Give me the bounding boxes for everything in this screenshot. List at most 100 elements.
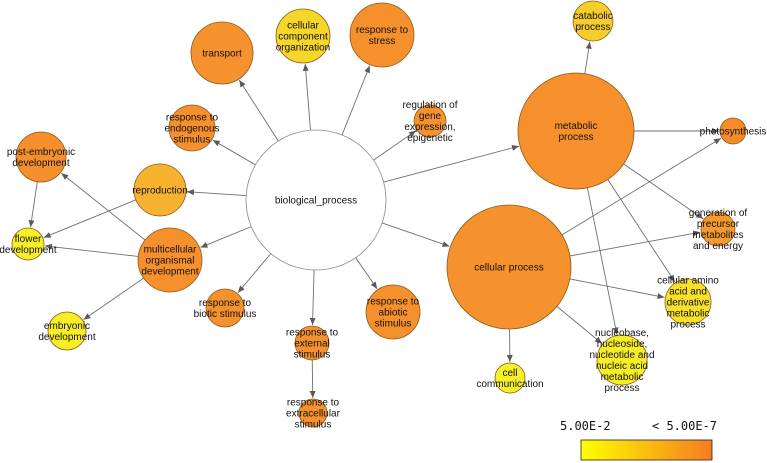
node-label-repro: reproduction	[132, 186, 188, 197]
edge-metabolic-to-catabolic	[584, 41, 592, 74]
node-label-rtas: response to	[367, 297, 420, 308]
node-nuc[interactable]: nucleobase,nucleoside,nucleotide andnucl…	[589, 328, 654, 394]
node-label-cco: cellular	[287, 21, 319, 32]
node-label-caa: derivative	[667, 298, 710, 309]
node-label-rts: response to	[356, 25, 409, 36]
edge-bp-to-rtbs	[237, 253, 272, 293]
edge-ped-to-flower	[28, 181, 38, 228]
node-circle-nuc[interactable]	[596, 334, 648, 386]
node-circle-rtas[interactable]	[365, 284, 421, 340]
node-transport[interactable]: transport	[190, 21, 254, 85]
node-circle-photo[interactable]	[719, 117, 747, 145]
node-label-catabolic: process	[575, 22, 610, 33]
edge-bp-to-rge	[373, 130, 417, 161]
node-label-rts: stress	[369, 36, 396, 47]
node-circle-caa[interactable]	[664, 278, 712, 326]
node-label-caa: metabolic	[667, 309, 710, 320]
edge-cellular-to-photo	[561, 137, 722, 236]
node-circle-rge[interactable]	[413, 104, 447, 138]
edge-cellular-to-gpm	[569, 230, 701, 257]
node-label-mod: development	[141, 267, 198, 278]
node-cellular[interactable]: cellular process	[446, 204, 572, 330]
edge-cellular-to-caa	[569, 278, 665, 299]
node-label-rtes: response to	[166, 113, 219, 124]
node-label-caa: acid and	[669, 287, 707, 298]
edge-bp-to-rts	[341, 65, 371, 136]
edge-bp-to-rtes	[212, 139, 256, 166]
node-repro[interactable]: reproduction	[132, 163, 188, 217]
node-label-flower: development	[0, 245, 57, 256]
node-label-mod: organismal	[146, 256, 195, 267]
edge-bp-to-rtex	[309, 269, 316, 326]
edge-metabolic-to-caa	[607, 179, 676, 283]
node-label-nuc: metabolic	[601, 372, 644, 383]
node-label-rtex: response to	[286, 328, 339, 339]
node-label-mod: multicellular	[144, 245, 197, 256]
node-label-rtex: external	[294, 339, 330, 350]
node-label-caa: process	[670, 320, 705, 331]
edge-bp-to-metabolic	[383, 145, 520, 183]
edge-metabolic-to-nuc	[586, 187, 619, 335]
node-circle-cellcomm[interactable]	[494, 362, 526, 394]
node-circle-rtes[interactable]	[168, 104, 216, 152]
edge-repro-to-flower	[43, 199, 137, 238]
node-circle-gpm[interactable]	[700, 211, 736, 247]
node-label-nuc: process	[604, 383, 639, 394]
node-label-cellcomm: cell	[502, 368, 517, 379]
node-label-ped: development	[12, 158, 69, 169]
node-label-metabolic: process	[558, 132, 593, 143]
node-label-cellular: cellular process	[474, 263, 543, 274]
node-circle-ped[interactable]	[15, 131, 67, 183]
edge-mod-to-flower	[44, 243, 139, 257]
node-circle-rtexc[interactable]	[298, 398, 328, 428]
node-photo[interactable]: photosynthesis	[700, 117, 767, 145]
node-circle-rts[interactable]	[349, 2, 415, 68]
node-circle-embryo[interactable]	[47, 311, 87, 351]
node-label-rtes: endogenous	[164, 124, 219, 135]
node-circle-bp[interactable]	[245, 129, 387, 271]
node-circle-repro[interactable]	[133, 163, 187, 217]
node-label-embryo: embryonic	[44, 321, 90, 332]
node-label-rtas: abiotic	[379, 308, 408, 319]
edge-rtex-to-rtexc	[309, 359, 316, 399]
node-circle-flower[interactable]	[11, 227, 45, 261]
node-circle-cco[interactable]	[275, 8, 331, 64]
node-label-cco: organization	[276, 43, 330, 54]
node-label-metabolic: metabolic	[555, 121, 598, 132]
node-circle-metabolic[interactable]	[517, 72, 635, 190]
node-bp[interactable]: biological_process	[245, 129, 387, 271]
node-label-rtexc: response to	[287, 398, 340, 409]
node-label-rtbs: biotic stimulus	[194, 309, 257, 320]
node-label-bp: biological_process	[275, 196, 357, 207]
edge-bp-to-cellular	[381, 222, 450, 247]
node-circle-catabolic[interactable]	[572, 0, 614, 42]
node-label-ped: post-embryonic	[7, 147, 75, 158]
node-circle-rtbs[interactable]	[205, 288, 245, 328]
node-circle-rtex[interactable]	[294, 325, 330, 361]
legend-gradient-bar	[580, 439, 713, 461]
node-label-photo: photosynthesis	[700, 127, 767, 138]
node-label-embryo: development	[38, 332, 95, 343]
node-circle-transport[interactable]	[190, 21, 254, 85]
node-circle-cellular[interactable]	[446, 204, 572, 330]
node-circle-mod[interactable]	[137, 227, 203, 293]
node-label-caa: cellular amino	[657, 276, 719, 287]
